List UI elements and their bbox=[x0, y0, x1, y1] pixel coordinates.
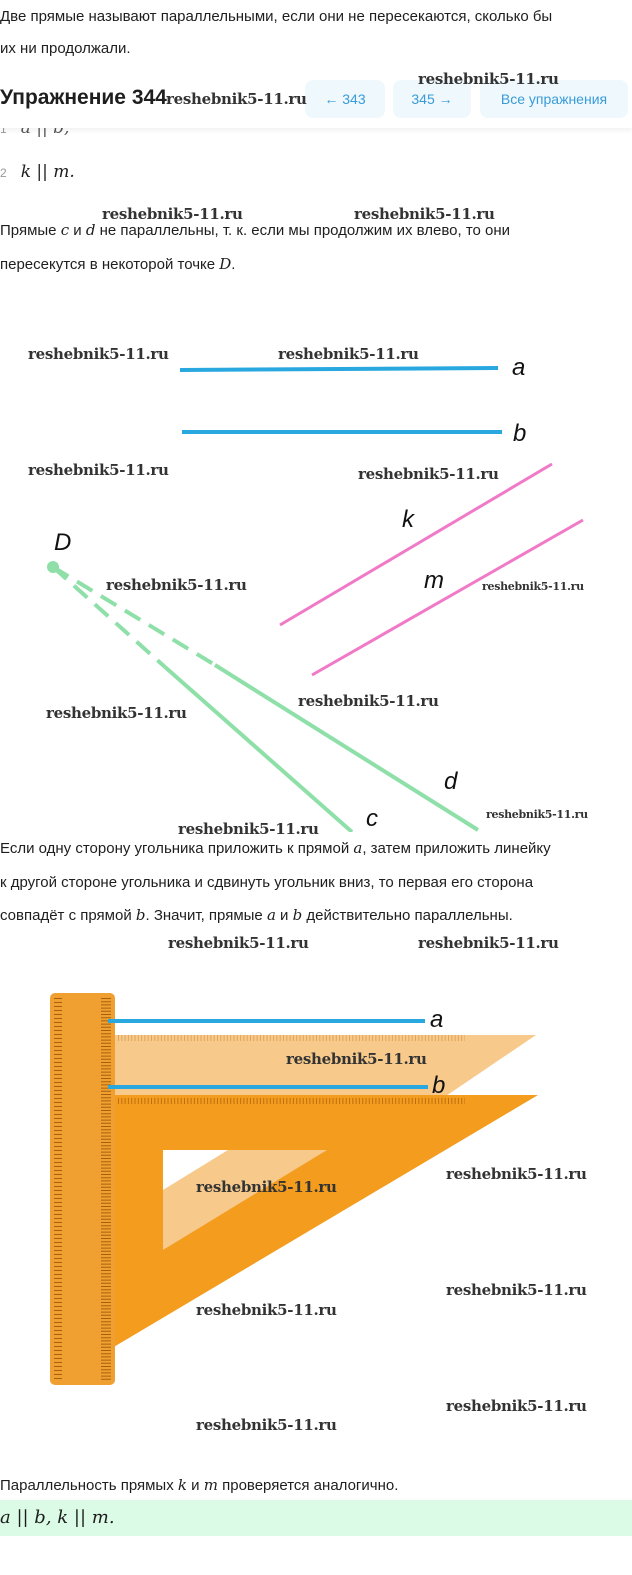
label-D: D bbox=[54, 529, 71, 556]
watermark: reshebnik5-11.ru bbox=[178, 820, 319, 838]
para1-line2: пересекутся в некоторой точке D. bbox=[0, 255, 236, 273]
watermark: reshebnik5-11.ru bbox=[102, 205, 243, 223]
watermark: reshebnik5-11.ru bbox=[196, 1301, 337, 1319]
watermark: reshebnik5-11.ru bbox=[418, 934, 559, 952]
answer-2: 2 k || m. bbox=[0, 156, 632, 190]
line-c-dashed bbox=[51, 565, 167, 669]
watermark: reshebnik5-11.ru bbox=[354, 205, 495, 223]
set-square-shifted bbox=[115, 1035, 536, 1100]
figure-set-square: a b bbox=[50, 993, 538, 1385]
page-title: Упражнение 344 bbox=[0, 86, 167, 109]
para3: Параллельность прямых k и m проверяется … bbox=[0, 1476, 399, 1494]
para1-line1: Прямые c и d не параллельны, т. к. если … bbox=[0, 221, 511, 239]
para2-line1: Если одну сторону угольника приложить к … bbox=[0, 832, 632, 865]
label-c: c bbox=[366, 805, 378, 832]
intro-line-2: их ни продолжали. bbox=[0, 40, 131, 57]
next-exercise-button[interactable]: 345 → bbox=[393, 80, 471, 118]
label-m: m bbox=[424, 567, 444, 594]
answer-number: 1 bbox=[0, 122, 7, 136]
ruler bbox=[50, 993, 115, 1385]
line-d-dashed bbox=[51, 565, 217, 667]
line-c bbox=[163, 665, 354, 834]
prev-exercise-button[interactable]: ← 343 bbox=[305, 80, 385, 118]
watermark: reshebnik5-11.ru bbox=[446, 1165, 587, 1183]
set-square-hole bbox=[163, 1150, 327, 1250]
all-exercises-button[interactable]: Все упражнения bbox=[480, 80, 628, 118]
label-d: d bbox=[444, 768, 458, 795]
watermark: reshebnik5-11.ru bbox=[166, 90, 307, 108]
figure-lines: a b k m D d c bbox=[47, 354, 584, 834]
label-k: k bbox=[402, 506, 416, 533]
watermark: reshebnik5-11.ru bbox=[278, 345, 419, 363]
label-b: b bbox=[432, 1072, 445, 1099]
watermark: reshebnik5-11.ru bbox=[298, 692, 439, 710]
answer-number: 2 bbox=[0, 166, 7, 180]
intro-line-1: Две прямые называют параллельными, если … bbox=[0, 8, 553, 25]
watermark: reshebnik5-11.ru bbox=[446, 1281, 587, 1299]
line-a bbox=[179, 366, 499, 372]
line-m bbox=[311, 518, 584, 677]
watermark: reshebnik5-11.ru bbox=[168, 934, 309, 952]
label-b: b bbox=[513, 420, 526, 447]
watermark: reshebnik5-11.ru bbox=[196, 1178, 337, 1196]
watermark: reshebnik5-11.ru bbox=[446, 1397, 587, 1415]
watermark: reshebnik5-11.ru bbox=[486, 808, 588, 821]
watermark: reshebnik5-11.ru bbox=[196, 1416, 337, 1434]
para2-line3: совпадёт с прямой b. Значит, прямые a и … bbox=[0, 906, 513, 924]
line-d bbox=[213, 663, 480, 832]
watermark: reshebnik5-11.ru bbox=[418, 70, 559, 88]
label-a: a bbox=[430, 1006, 443, 1033]
set-square-hole-white bbox=[163, 1150, 228, 1190]
line-k bbox=[279, 462, 553, 627]
watermark: reshebnik5-11.ru bbox=[106, 576, 247, 594]
point-D bbox=[47, 561, 59, 573]
watermark: reshebnik5-11.ru bbox=[46, 704, 187, 722]
para2-line2: к другой стороне угольника и сдвинуть уг… bbox=[0, 874, 534, 891]
label-a: a bbox=[512, 354, 525, 381]
watermark: reshebnik5-11.ru bbox=[28, 461, 169, 479]
watermark: reshebnik5-11.ru bbox=[358, 465, 499, 483]
answer-text: k || m. bbox=[20, 162, 75, 182]
sticky-header: Упражнение 344 ← 343 345 → Все упражнени… bbox=[0, 72, 632, 128]
watermark: reshebnik5-11.ru bbox=[482, 580, 584, 593]
final-answer: a || b, k || m. bbox=[0, 1500, 632, 1536]
watermark: reshebnik5-11.ru bbox=[286, 1050, 427, 1068]
watermark: reshebnik5-11.ru bbox=[28, 345, 169, 363]
